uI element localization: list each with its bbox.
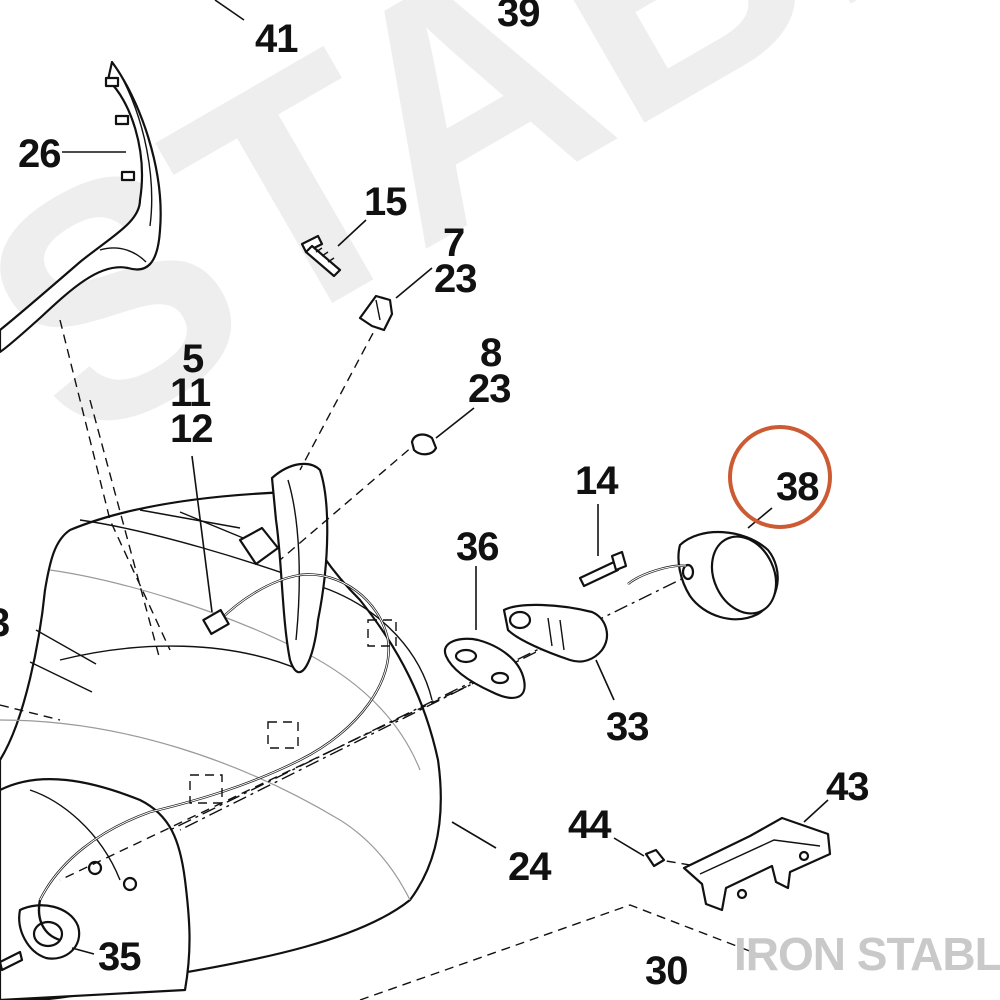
assembly-axes <box>0 319 761 1000</box>
label-part-8: 8 <box>480 331 502 375</box>
label-part-41: 41 <box>255 17 298 61</box>
part-8-nut <box>410 433 438 456</box>
part-44-nut <box>644 848 666 868</box>
wiring-harness <box>38 573 390 901</box>
label-part-44: 44 <box>568 803 612 847</box>
label-part-43: 43 <box>826 765 869 809</box>
label-part-30: 30 <box>645 949 688 993</box>
label-part-26: 26 <box>18 132 61 176</box>
label-part-38: 38 <box>776 465 819 509</box>
label-part-35: 35 <box>98 935 141 979</box>
label-part-7: 7 <box>443 221 464 265</box>
highlight-circle <box>728 425 832 529</box>
label-part-11: 11 <box>170 371 211 415</box>
label-part-3: 3 <box>0 601 9 645</box>
label-part-12: 12 <box>170 407 213 451</box>
part-labels: 41 39 26 15 7 23 5 11 12 8 23 14 38 36 3… <box>0 0 870 993</box>
part-14-screw <box>578 550 628 588</box>
part-26-trim <box>0 60 162 354</box>
label-part-33: 33 <box>606 705 649 749</box>
part-7-clip <box>358 294 394 332</box>
label-part-36: 36 <box>456 525 499 569</box>
part-43-bracket <box>682 816 832 912</box>
part-33-housing <box>502 603 609 663</box>
label-part-24: 24 <box>508 845 552 889</box>
center-mount-post <box>238 462 329 674</box>
label-part-14: 14 <box>575 459 619 503</box>
leader-lines <box>62 0 829 955</box>
tab-outlines <box>189 619 397 804</box>
label-part-23-a: 23 <box>434 257 477 301</box>
label-part-5: 5 <box>182 337 204 381</box>
label-part-15: 15 <box>364 180 407 224</box>
label-part-23-b: 23 <box>468 367 511 411</box>
corner-watermark: IRON STABLE <box>734 928 1000 980</box>
part-36-gasket <box>443 637 526 699</box>
label-part-39: 39 <box>497 0 540 35</box>
part-15-bolt <box>300 234 342 278</box>
part-35-grommet <box>0 899 81 972</box>
part-38-lamp <box>627 530 779 621</box>
